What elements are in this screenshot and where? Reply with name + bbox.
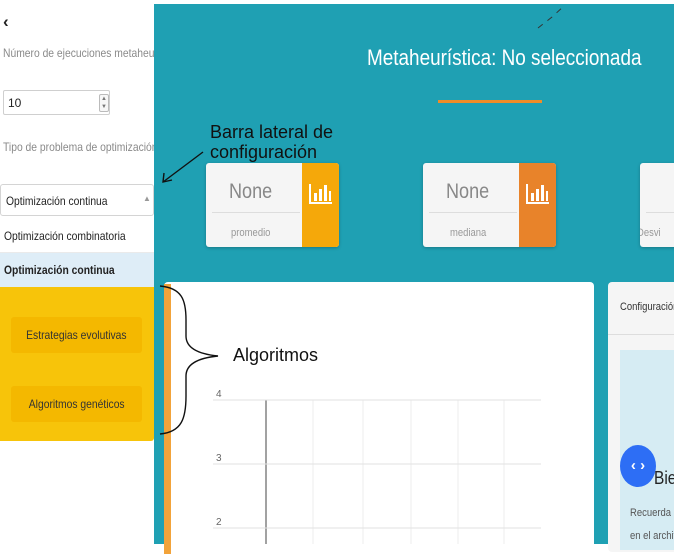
config-panel-divider (608, 334, 674, 335)
evolution-strategies-button[interactable]: Estrategias evolutivas (11, 317, 142, 353)
stat-divider (429, 212, 517, 213)
algorithm-label: Algoritmos genéticos (28, 397, 125, 411)
stat-card-promedio: None promedio (206, 163, 339, 247)
page-title-text: Metaheurística: No seleccionada (367, 45, 642, 70)
bar-chart-icon (309, 184, 332, 204)
runs-label-text: Número de ejecuciones metaheurística: (3, 46, 185, 60)
option-combinatoria[interactable]: Optimización combinatoria (0, 219, 154, 253)
runs-stepper-icon[interactable]: ▲▼ (99, 94, 109, 112)
option-label: Optimización continua (4, 263, 115, 277)
welcome-title: Bie (654, 468, 674, 489)
welcome-text: Recuerda a (630, 507, 674, 519)
genetic-algorithms-button[interactable]: Algoritmos genéticos (11, 386, 142, 422)
stat-divider (646, 212, 674, 213)
stat-card-desviacion: Desvi (640, 163, 674, 247)
collapse-sidebar-icon[interactable]: ‹ (3, 12, 9, 31)
welcome-text-line: en el archiv (630, 530, 674, 542)
runs-label: Número de ejecuciones metaheurística: (3, 46, 214, 60)
page-title: Metaheurística: No seleccionada (367, 45, 674, 71)
stat-caption: Desvi (640, 227, 661, 239)
annotation-line: configuración (210, 142, 318, 162)
sidebar-annotation: Barra lateral de configuración (210, 122, 333, 162)
annotation-line: Barra lateral de (210, 122, 334, 142)
results-chart: 4 3 2 (213, 389, 541, 544)
y-tick-label: 2 (216, 517, 222, 528)
option-label: Optimización combinatoria (4, 229, 126, 243)
problem-type-label-text: Tipo de problema de optimización: (3, 140, 161, 154)
welcome-text: en el archiv (630, 530, 674, 542)
runs-input[interactable] (3, 90, 110, 115)
option-continua[interactable]: Optimización continua (0, 253, 154, 287)
stat-icon-box (302, 163, 339, 247)
y-tick-label: 4 (216, 389, 222, 400)
stat-value: None (228, 180, 273, 203)
config-panel-title: Configuración (620, 301, 674, 313)
stat-card-mediana: None mediana (423, 163, 556, 247)
stat-caption: promedio (231, 227, 271, 239)
problem-type-select[interactable]: Optimización continua ▲ (0, 184, 154, 216)
stat-caption: mediana (449, 227, 487, 239)
algorithm-label: Estrategias evolutivas (26, 328, 127, 342)
chart-panel (164, 282, 594, 552)
config-sidebar: ‹ Número de ejecuciones metaheurística: … (0, 0, 185, 544)
top-border (154, 0, 674, 4)
welcome-text-line: Recuerda a (630, 507, 674, 519)
annotation-text: Algoritmos (233, 345, 319, 365)
stat-divider (212, 212, 300, 213)
chart-accent-bar (164, 284, 171, 554)
welcome-title-text: Bie (654, 468, 674, 488)
algorithms-annotation: Algoritmos (233, 345, 318, 365)
stat-value: None (445, 180, 490, 203)
chevron-up-icon: ▲ (143, 194, 151, 203)
title-underline (438, 100, 542, 103)
algorithms-panel: Estrategias evolutivas Algoritmos genéti… (0, 287, 154, 441)
problem-type-label: Tipo de problema de optimización: (3, 140, 186, 154)
y-tick-label: 3 (216, 453, 222, 464)
code-icon[interactable]: ‹ › (620, 445, 656, 487)
stat-icon-box (519, 163, 556, 247)
problem-type-selected: Optimización continua (6, 194, 108, 208)
bar-chart-icon (526, 184, 549, 204)
config-panel-title-text: Configuración (620, 301, 674, 313)
